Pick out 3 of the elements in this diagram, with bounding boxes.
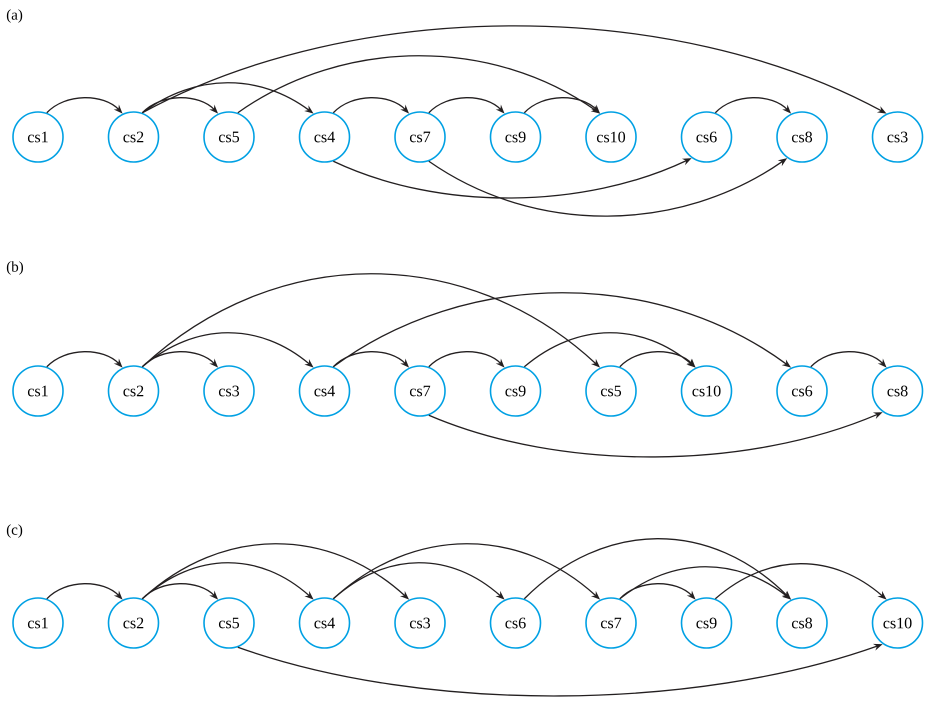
panel-label: (a) — [6, 9, 22, 23]
panel-label: (b) — [6, 261, 24, 275]
panel-label: (c) — [6, 524, 22, 538]
